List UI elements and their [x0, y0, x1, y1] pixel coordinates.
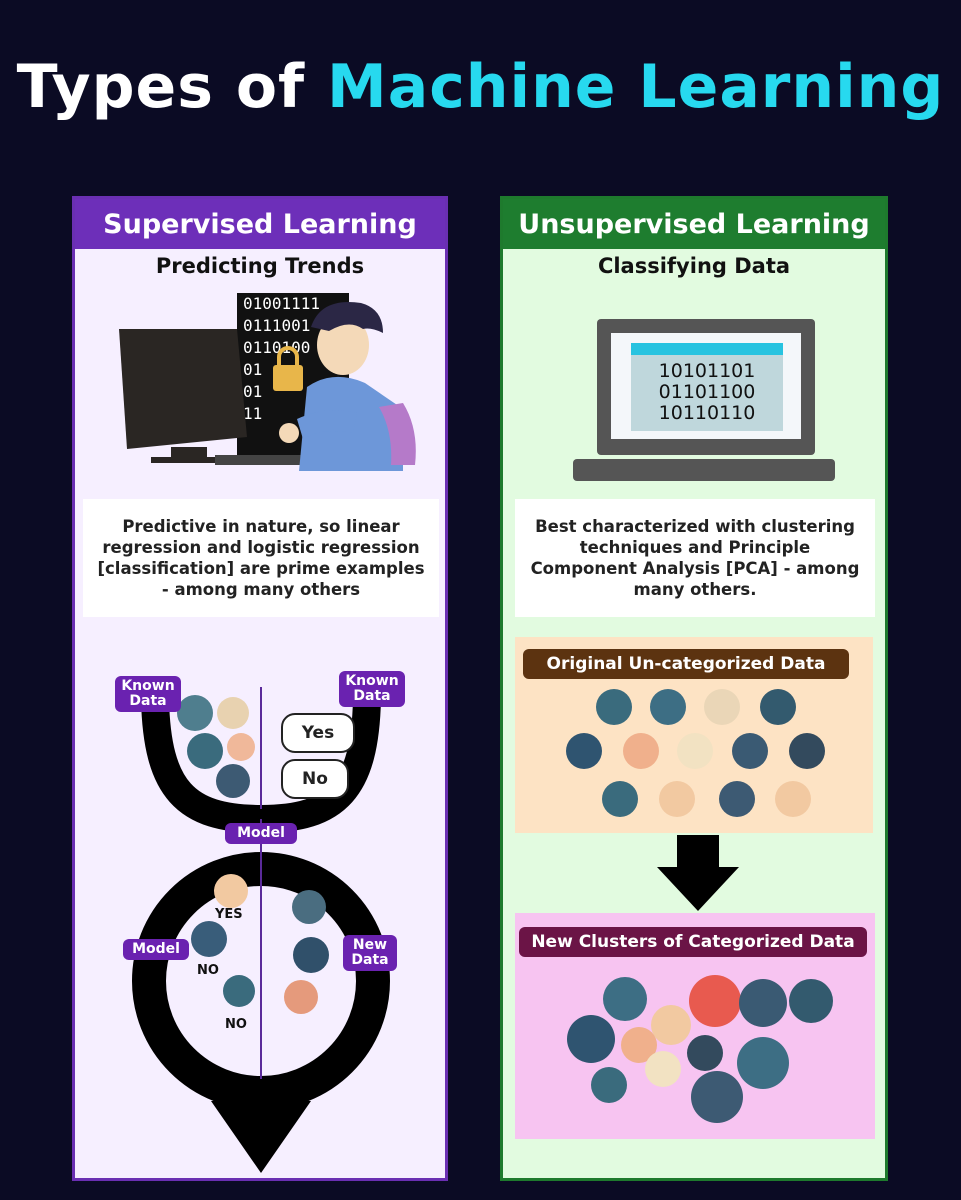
window-bar-icon [631, 343, 783, 355]
lighthouse-icon [591, 1067, 627, 1103]
supervised-subtitle: Predicting Trends [155, 254, 365, 278]
original-uncategorized-label: Original Un-categorized Data [523, 649, 849, 679]
ship-wheel-icon [223, 975, 255, 1007]
uns-binary-line-3: 10110110 [659, 402, 756, 424]
shell-icon [687, 1035, 723, 1071]
sup-binary-line-4: 01 [243, 360, 262, 379]
model-top-label: Model [225, 823, 297, 844]
lock-icon [273, 346, 303, 391]
result-yes-label: YES [215, 907, 243, 922]
binary-screen [631, 355, 783, 431]
known-data-left-label: Known Data [115, 676, 181, 712]
title-highlight: Machine Learning [327, 52, 945, 122]
sailboat-icon [177, 695, 213, 731]
person-icon [279, 302, 416, 471]
new-data-label: New Data [343, 935, 397, 971]
radio-icon [659, 781, 695, 817]
flippers-icon [789, 979, 833, 1023]
model-left-label: Model [123, 939, 189, 960]
sup-binary-line-6: 11 [243, 404, 262, 423]
uns-binary-line-2: 01101100 [659, 381, 756, 403]
lighthouse-icon [602, 781, 638, 817]
sun-hat-icon [719, 781, 755, 817]
flippers-icon [760, 689, 796, 725]
supervised-description: Predictive in nature, so linear regressi… [83, 499, 439, 617]
result-no-label-1: NO [197, 963, 219, 978]
sup-binary-line-1: 01001111 [243, 294, 320, 313]
drink-icon [621, 1027, 657, 1063]
camera-icon [775, 781, 811, 817]
lighthouse-icon [187, 733, 223, 769]
new-clusters-label: New Clusters of Categorized Data [519, 927, 867, 957]
supervised-flow-diagram [132, 687, 390, 1173]
sup-binary-line-2: 0111001 [243, 316, 310, 335]
sup-binary-line-5: 01 [243, 382, 262, 401]
uncategorized-icons [566, 689, 825, 817]
photo-card-icon [566, 733, 602, 769]
drink-icon [292, 890, 326, 924]
title-prefix: Types of [16, 52, 328, 122]
diving-mask-icon [704, 689, 740, 725]
lifebuoy-icon [739, 979, 787, 1027]
sailboat-icon [737, 1037, 789, 1089]
person-computer-illustration: 01001111 0111001 0110100 01 01 11 [119, 293, 416, 471]
diving-mask-icon [217, 697, 249, 729]
supervised-panel: Supervised Learning Predicting Trends 01… [72, 196, 448, 1181]
radio-icon [651, 1005, 691, 1045]
known-data-right-label: Known Data [339, 671, 405, 707]
unsupervised-panel: Unsupervised Learning Classifying Data 1… [500, 196, 888, 1181]
unsupervised-description: Best characterized with clustering techn… [515, 499, 875, 617]
beach-hut-icon [603, 977, 647, 1021]
lifebuoy-icon [732, 733, 768, 769]
clustered-icons [567, 975, 833, 1123]
ship-wheel-icon [645, 1051, 681, 1087]
shell-icon [789, 733, 825, 769]
yes-speech-bubble: Yes [281, 713, 355, 753]
uns-binary-line-1: 10101101 [659, 360, 756, 382]
down-arrow-icon [657, 835, 739, 911]
no-speech-bubble: No [281, 759, 349, 799]
radio-icon [214, 874, 248, 908]
ship-wheel-icon [677, 733, 713, 769]
laptop-base [573, 459, 835, 481]
camera-icon [689, 975, 741, 1027]
laptop-illustration: 10101101 01101100 10110110 [573, 319, 835, 481]
photo-card-icon [216, 764, 250, 798]
keyboard-icon [215, 455, 325, 465]
lifebuoy-icon [191, 921, 227, 957]
beach-hut-icon [596, 689, 632, 725]
shell-icon [227, 733, 255, 761]
sun-hat-icon [691, 1071, 743, 1123]
unsupervised-subtitle: Classifying Data [597, 254, 791, 278]
unsupervised-header: Unsupervised Learning [503, 199, 885, 249]
towel-icon [284, 980, 318, 1014]
drink-icon [623, 733, 659, 769]
umbrella-chair-icon [293, 937, 329, 973]
output-arrow-icon [211, 1079, 311, 1173]
sup-binary-line-3: 0110100 [243, 338, 310, 357]
photo-card-icon [567, 1015, 615, 1063]
monitor-icon [119, 329, 247, 449]
supervised-header: Supervised Learning [75, 199, 445, 249]
page-title: Types of Machine Learning [0, 52, 961, 122]
sailboat-icon [650, 689, 686, 725]
result-no-label-2: NO [225, 1017, 247, 1032]
